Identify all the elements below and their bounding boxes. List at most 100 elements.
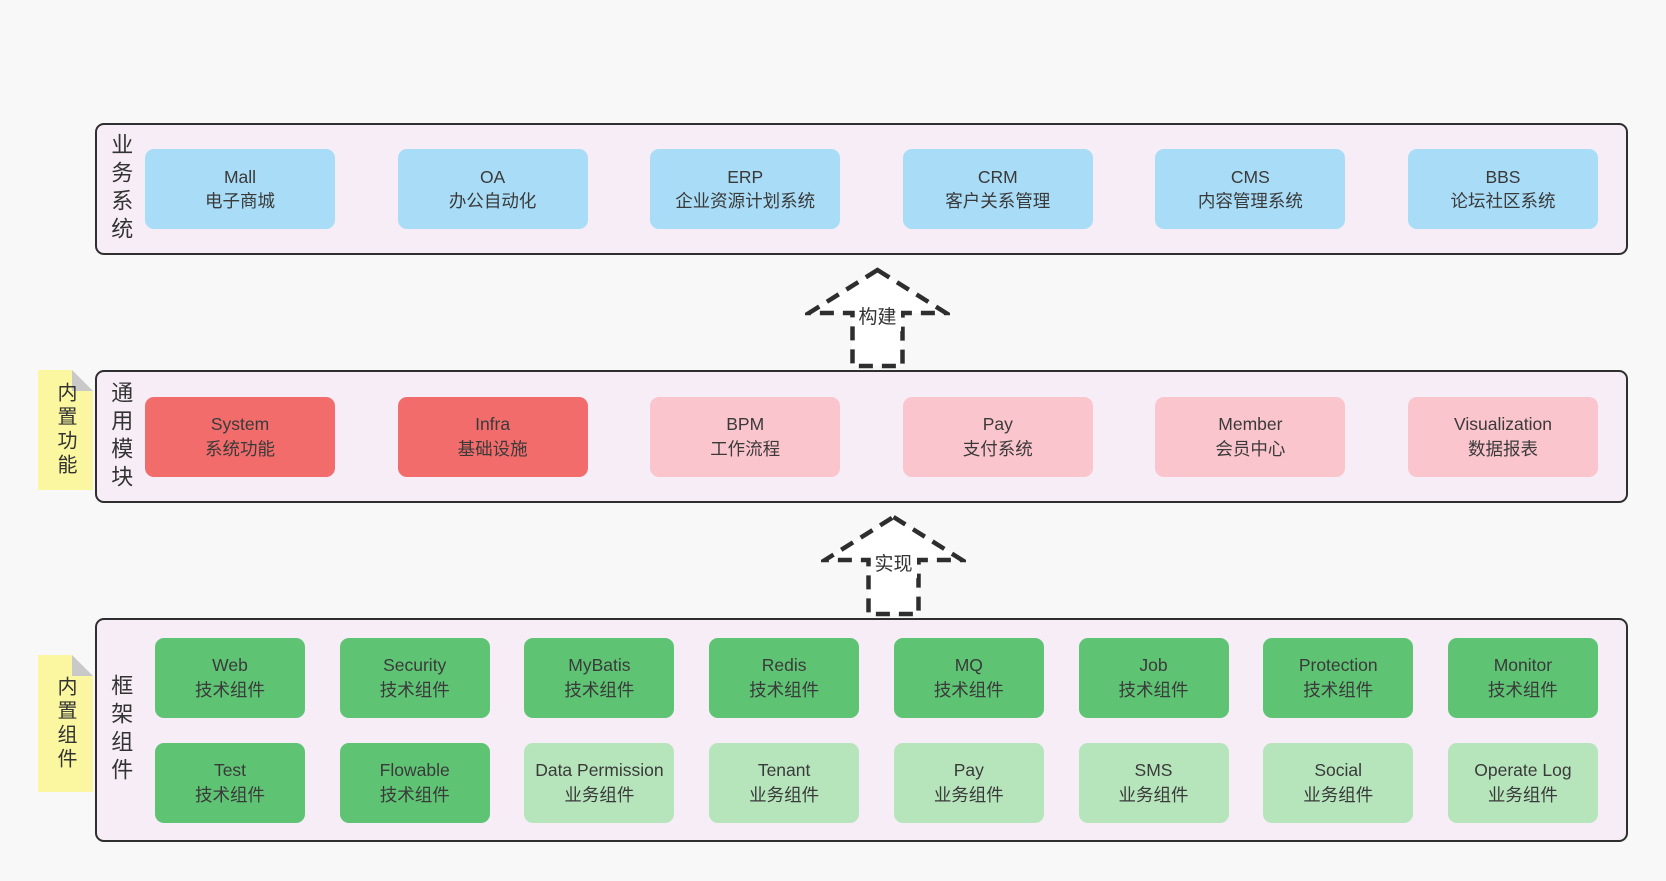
implement-arrow: 实现 — [821, 513, 966, 618]
box-subtitle: 论坛社区系统 — [1450, 191, 1556, 211]
box-title: Flowable — [379, 760, 450, 780]
sticky-note-built-in-features: 内置功能 — [38, 370, 93, 490]
box-subtitle: 办公自动化 — [448, 191, 537, 211]
box-title: Pay — [953, 760, 984, 780]
box-protection: Protection 技术组件 — [1263, 637, 1414, 718]
box-subtitle: 业务组件 — [749, 784, 820, 805]
box-title: BPM — [726, 414, 765, 434]
box-title: Tenant — [757, 760, 811, 780]
box-subtitle: 技术组件 — [1487, 679, 1558, 700]
layer-common-modules: 通用模块 System 系统功能 Infra 基础设施 BPM 工作流程 Pay 支付系统 Me… — [95, 370, 1628, 503]
business-boxes-row: Mall 电子商城 OA 办公自动化 ERP 企业资源计划系统 CRM 客户关系管理 CMS 内容… — [145, 125, 1598, 253]
implement-arrow-label: 实现 — [870, 547, 917, 579]
box-subtitle: 业务组件 — [1118, 784, 1189, 805]
box-subtitle: 基础设施 — [457, 438, 528, 459]
box-subtitle: 支付系统 — [962, 438, 1033, 459]
box-pay: Pay 支付系统 — [902, 396, 1093, 477]
box-mq: MQ 技术组件 — [893, 637, 1044, 718]
box-subtitle: 系统功能 — [205, 438, 275, 459]
box-title: Web — [212, 655, 248, 675]
box-data-permission: Data Permission 业务组件 — [524, 742, 675, 823]
box-subtitle: 技术组件 — [379, 679, 450, 700]
build-arrow: 构建 — [805, 266, 950, 370]
box-subtitle: 内容管理系统 — [1197, 191, 1303, 211]
box-title: Job — [1139, 655, 1168, 675]
box-subtitle: 业务组件 — [933, 784, 1004, 805]
box-subtitle: 技术组件 — [933, 679, 1004, 700]
sticky-note-built-in-components: 内置组件 — [38, 655, 93, 792]
box-subtitle: 技术组件 — [1303, 679, 1374, 700]
box-pay: Pay 业务组件 — [893, 742, 1044, 823]
box-title: Security — [383, 655, 447, 675]
box-title: CMS — [1230, 166, 1270, 187]
box-title: Member — [1218, 414, 1283, 434]
layer-business-label: 业务系统 — [108, 133, 134, 245]
box-erp: ERP 企业资源计划系统 — [650, 149, 841, 229]
build-arrow-label: 构建 — [854, 300, 901, 332]
box-title: System — [210, 414, 270, 434]
box-subtitle: 数据报表 — [1467, 438, 1538, 459]
box-subtitle: 技术组件 — [564, 679, 635, 700]
box-test: Test 技术组件 — [155, 742, 305, 823]
layer-business-systems: 业务系统 Mall 电子商城 OA 办公自动化 ERP 企业资源计划系统 CRM 客户关系管理… — [95, 123, 1628, 255]
modules-boxes-row: System 系统功能 Infra 基础设施 BPM 工作流程 Pay 支付系统 Member 会… — [145, 372, 1598, 501]
box-title: Test — [213, 760, 247, 780]
box-subtitle: 技术组件 — [195, 679, 265, 700]
layer-modules-label: 通用模块 — [108, 380, 134, 493]
box-job: Job 技术组件 — [1078, 637, 1229, 718]
box-subtitle: 企业资源计划系统 — [675, 191, 816, 211]
box-bbs: BBS 论坛社区系统 — [1407, 149, 1598, 229]
box-subtitle: 技术组件 — [195, 784, 265, 805]
layer-components-label: 框架组件 — [108, 674, 134, 786]
box-title: OA — [479, 166, 506, 187]
box-oa: OA 办公自动化 — [397, 149, 588, 229]
box-title: Data Permission — [535, 760, 664, 780]
box-security: Security 技术组件 — [339, 637, 490, 718]
box-redis: Redis 技术组件 — [709, 637, 860, 718]
sticky-note-label: 内置功能 — [54, 382, 76, 478]
box-title: Social — [1314, 760, 1363, 780]
box-web: Web 技术组件 — [155, 637, 305, 718]
box-visualization: Visualization 数据报表 — [1407, 396, 1598, 477]
box-flowable: Flowable 技术组件 — [339, 742, 490, 823]
box-subtitle: 技术组件 — [1118, 679, 1189, 700]
box-crm: CRM 客户关系管理 — [902, 149, 1093, 229]
box-system: System 系统功能 — [145, 396, 335, 477]
box-title: CRM — [977, 166, 1018, 187]
box-subtitle: 客户关系管理 — [945, 191, 1051, 211]
box-bpm: BPM 工作流程 — [650, 396, 841, 477]
box-title: BBS — [1485, 166, 1521, 187]
box-subtitle: 业务组件 — [564, 784, 635, 805]
sticky-note-label: 内置组件 — [54, 675, 76, 772]
box-title: ERP — [727, 166, 764, 187]
box-title: Infra — [475, 414, 511, 434]
box-title: Operate Log — [1474, 760, 1572, 780]
box-subtitle: 技术组件 — [749, 679, 820, 700]
box-title: Mall — [223, 166, 257, 187]
box-member: Member 会员中心 — [1155, 396, 1346, 477]
box-title: Visualization — [1454, 414, 1552, 434]
box-tenant: Tenant 业务组件 — [709, 742, 860, 823]
box-title: Pay — [982, 414, 1013, 434]
box-title: Redis — [761, 655, 807, 675]
box-subtitle: 会员中心 — [1215, 438, 1286, 459]
box-subtitle: 电子商城 — [205, 191, 275, 211]
box-infra: Infra 基础设施 — [397, 396, 588, 477]
box-subtitle: 技术组件 — [379, 784, 450, 805]
box-cms: CMS 内容管理系统 — [1155, 149, 1346, 229]
box-title: SMS — [1134, 760, 1173, 780]
box-title: Monitor — [1493, 655, 1553, 675]
box-mall: Mall 电子商城 — [145, 149, 335, 229]
box-title: MQ — [954, 655, 983, 675]
box-subtitle: 工作流程 — [710, 438, 781, 459]
box-sms: SMS 业务组件 — [1078, 742, 1229, 823]
box-title: Protection — [1298, 655, 1378, 675]
